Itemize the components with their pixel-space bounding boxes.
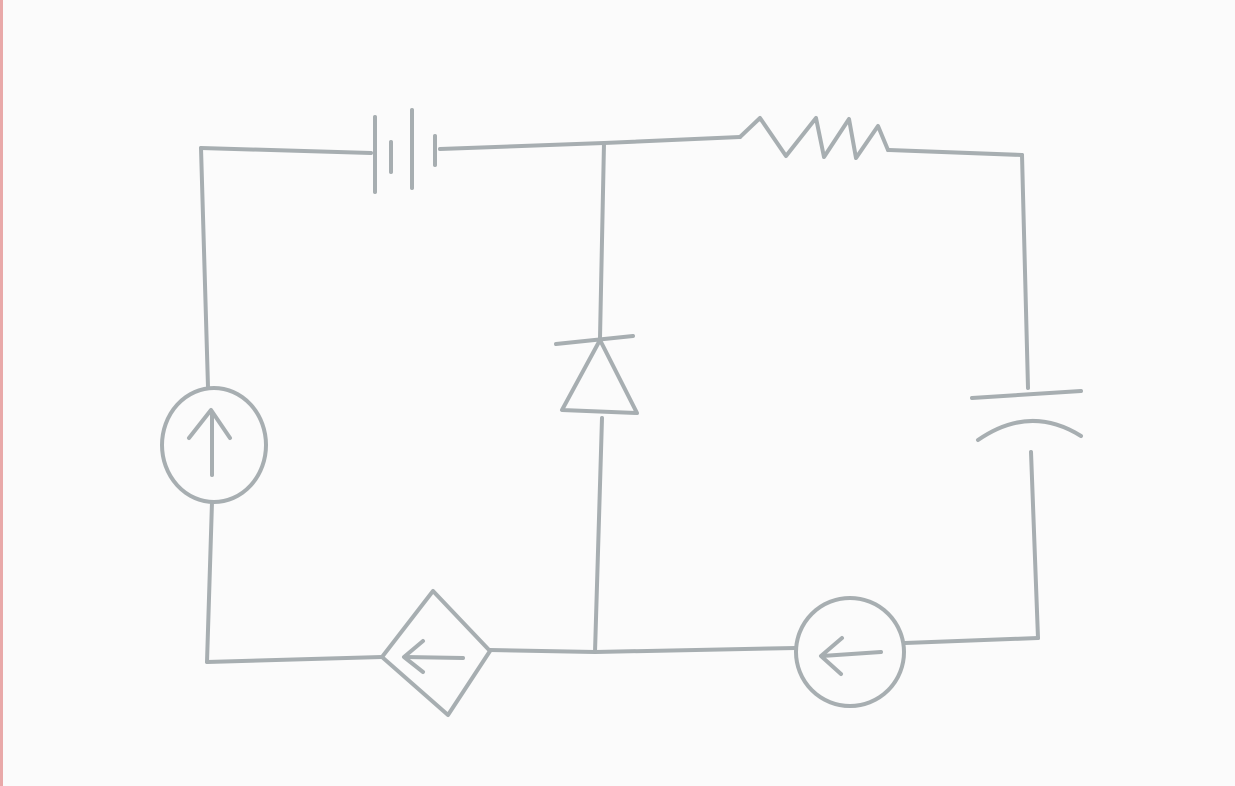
wire-center-upper	[598, 141, 606, 340]
current-source-up-arrow-icon	[160, 386, 268, 504]
dependent-current-source-left-arrow-icon	[380, 589, 492, 717]
paper-margin-edge	[0, 0, 3, 786]
wire-left-upper	[199, 146, 210, 389]
diode-icon	[554, 334, 639, 415]
battery-icon	[373, 108, 437, 194]
wire-right-upper	[1020, 153, 1030, 390]
wire-top-middle	[438, 135, 742, 151]
wire-top-left	[199, 146, 373, 155]
wire-bottom-middle	[488, 646, 798, 654]
wires	[199, 135, 1040, 664]
wire-bottom-left	[205, 655, 384, 664]
resistor-icon	[738, 116, 890, 160]
wire-right-lower	[1029, 450, 1040, 640]
wire-left-lower	[205, 500, 214, 664]
wire-bottom-right	[903, 636, 1040, 645]
polarized-capacitor-icon	[970, 389, 1083, 442]
wire-top-right	[886, 148, 1024, 157]
wire-center-lower	[593, 416, 604, 654]
current-source-left-arrow-icon	[794, 596, 906, 708]
